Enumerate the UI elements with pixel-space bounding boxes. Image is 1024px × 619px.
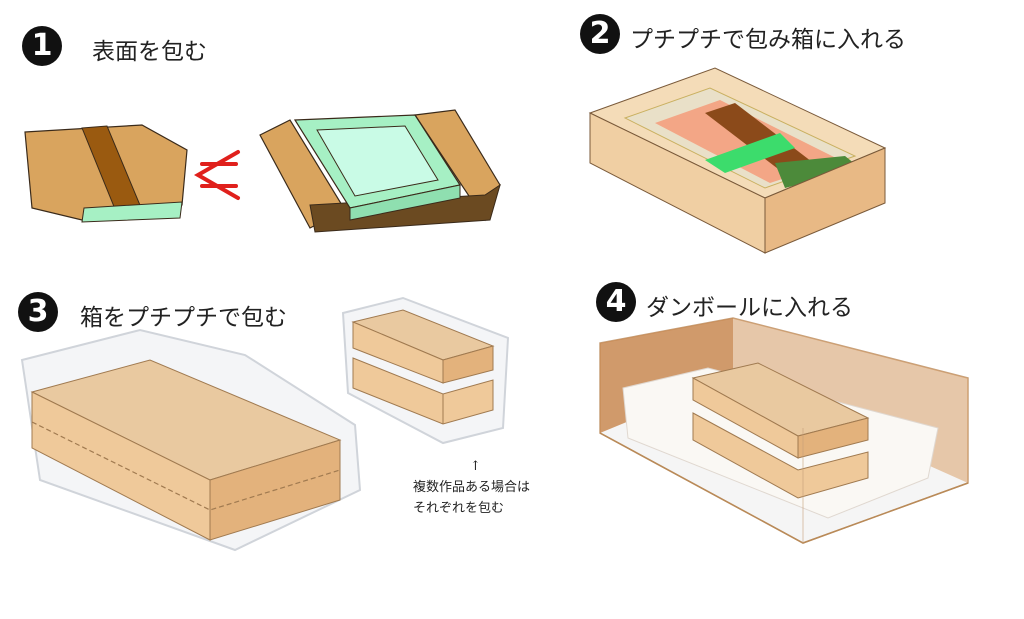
cardboard-box-with-items-illustration: [599, 317, 969, 544]
step-4-label: ダンボールに入れる: [646, 295, 853, 321]
wrapped-panel-illustration: [24, 124, 188, 223]
open-paper-with-panel-illustration: [259, 109, 501, 233]
step-4-badge: 4: [596, 282, 636, 322]
step-2-label: プチプチで包み箱に入れる: [630, 27, 906, 53]
step-3-badge: 3: [18, 292, 58, 332]
red-arrow-icon: [193, 150, 240, 200]
bubble-wrapped-stacked-boxes-illustration: [341, 296, 510, 445]
multiple-items-note-arrow: ↑: [470, 459, 481, 474]
multiple-items-note-line-1: 複数作品ある場合は: [413, 480, 531, 495]
step-3-label: 箱をプチプチで包む: [80, 305, 287, 331]
step-1-badge: 1: [22, 26, 62, 66]
bubble-wrapped-box-large-illustration: [20, 328, 362, 552]
multiple-items-note-line-2: それぞれを包む: [413, 501, 505, 516]
step-1-label: 表面を包む: [92, 39, 207, 65]
step-2-badge: 2: [580, 14, 620, 54]
box-with-bubble-wrap-illustration: [588, 67, 887, 254]
